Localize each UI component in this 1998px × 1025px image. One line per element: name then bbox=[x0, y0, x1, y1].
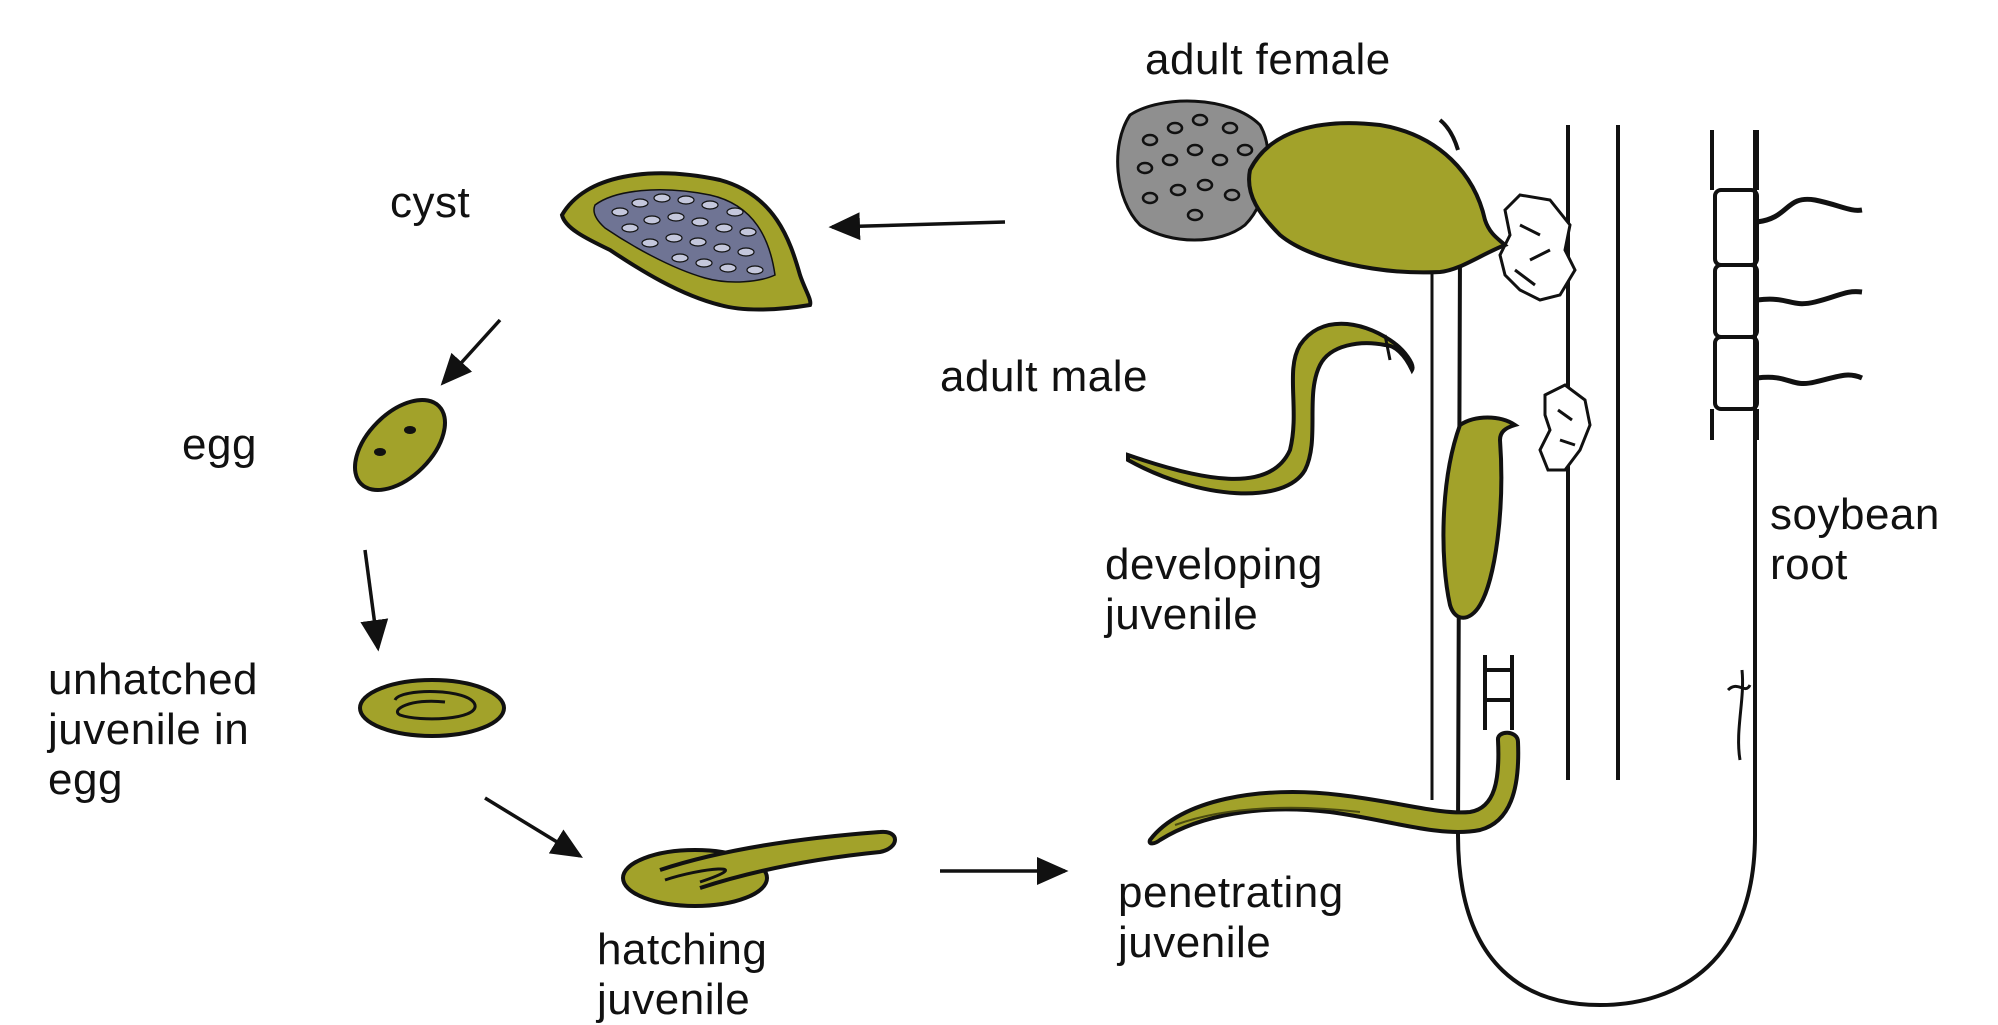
life-cycle-arrows bbox=[365, 222, 1065, 871]
root-hair-3 bbox=[1757, 375, 1862, 383]
label-developing-juvenile: developing juvenile bbox=[1105, 540, 1323, 640]
arrow-female-to-cyst bbox=[832, 222, 1005, 227]
cyst bbox=[562, 173, 810, 309]
xylem-ladder bbox=[1485, 655, 1512, 730]
syncytium-upper bbox=[1500, 195, 1575, 300]
root-hairs bbox=[1712, 130, 1862, 440]
label-hatching-juvenile: hatching juvenile bbox=[597, 925, 767, 1025]
unhatched-juvenile-in-egg bbox=[360, 680, 504, 736]
label-unhatched-juvenile-in-egg: unhatched juvenile in egg bbox=[48, 655, 258, 805]
label-egg: egg bbox=[182, 420, 257, 470]
label-penetrating-juvenile: penetrating juvenile bbox=[1118, 868, 1344, 968]
arrow-unhatched-to-hatching bbox=[485, 798, 580, 856]
hatching-juvenile bbox=[623, 832, 895, 906]
egg bbox=[338, 383, 461, 506]
label-soybean-root: soybean root bbox=[1770, 490, 1940, 590]
label-adult-female: adult female bbox=[1145, 35, 1391, 85]
vascular-bracket bbox=[1440, 120, 1458, 150]
label-adult-male: adult male bbox=[940, 352, 1148, 402]
syncytium-middle bbox=[1540, 385, 1590, 470]
arrow-cyst-to-egg bbox=[443, 320, 500, 383]
root-hair-1 bbox=[1757, 199, 1862, 222]
adult-male bbox=[1128, 324, 1413, 494]
developing-juvenile bbox=[1443, 418, 1515, 618]
artist-signature-mark bbox=[1728, 670, 1750, 760]
female-body bbox=[1249, 123, 1505, 272]
root-hair-2 bbox=[1757, 292, 1862, 304]
penetrating-juvenile bbox=[1150, 733, 1519, 844]
arrow-egg-to-unhatched bbox=[365, 550, 378, 648]
syncytium-cells bbox=[1500, 195, 1590, 470]
label-cyst: cyst bbox=[390, 178, 470, 228]
